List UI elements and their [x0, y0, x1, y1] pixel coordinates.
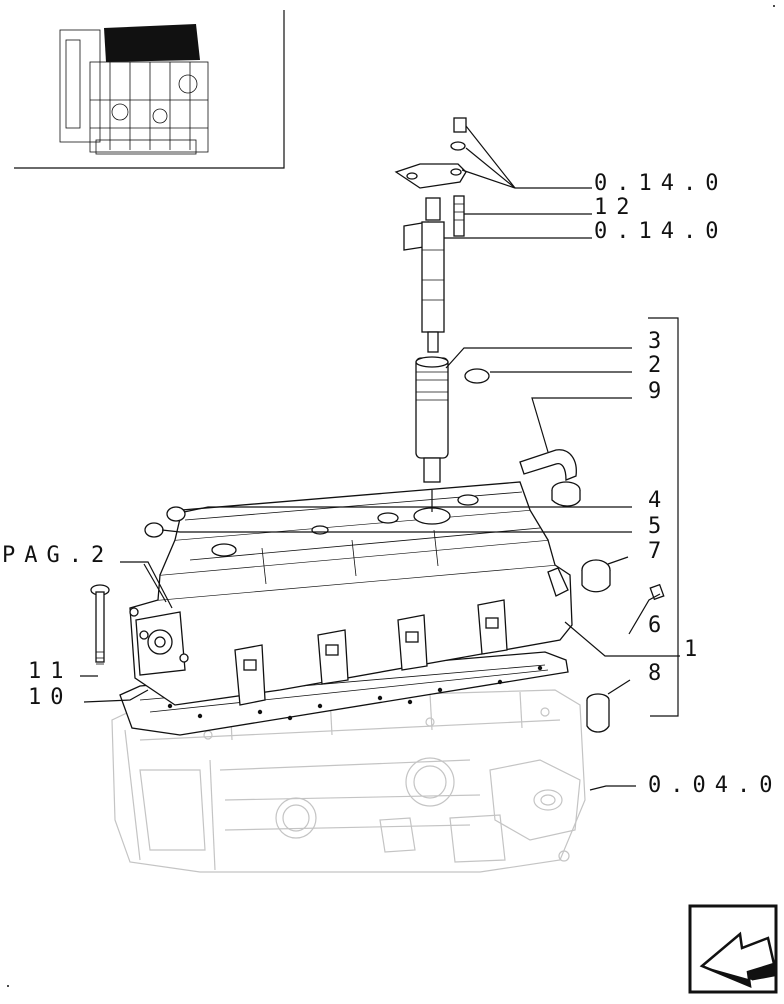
injector-assembly [394, 117, 467, 483]
label-9: 9 [648, 379, 670, 404]
dowel-6 [649, 583, 665, 601]
label-ref-top-1: 0.14.0 [594, 171, 727, 196]
label-4: 4 [648, 488, 670, 513]
label-ref-bottom: 0.04.0 [648, 773, 781, 798]
seal-ring-4 [166, 506, 186, 522]
plug-7 [581, 559, 611, 593]
breather-pipe-9 [519, 449, 581, 507]
next-page-arrow-icon[interactable] [688, 904, 778, 994]
label-ref-top-2: 0.14.0 [594, 219, 727, 244]
label-6: 6 [648, 613, 670, 638]
leader-lines [80, 125, 680, 791]
cylinder-head [129, 481, 573, 706]
label-10: 10 [28, 685, 73, 710]
sleeve-8 [586, 693, 610, 733]
label-3: 3 [648, 329, 670, 354]
label-11: 11 [28, 659, 73, 684]
label-7: 7 [648, 539, 670, 564]
seal-ring-5 [144, 522, 164, 538]
engine-thumbnail-icon [14, 10, 285, 169]
label-2: 2 [648, 353, 670, 378]
engine-block-outline [111, 689, 586, 873]
label-5: 5 [648, 514, 670, 539]
callout-labels: 0.14.0 12 0.14.0 3 2 9 4 5 PAG.2 7 6 1 1… [2, 171, 781, 798]
label-12: 12 [594, 195, 639, 220]
label-1: 1 [684, 637, 706, 662]
label-pag: PAG.2 [2, 543, 113, 568]
label-8: 8 [648, 661, 670, 686]
o-ring-2 [464, 368, 490, 384]
head-bolt-11 [90, 584, 110, 665]
